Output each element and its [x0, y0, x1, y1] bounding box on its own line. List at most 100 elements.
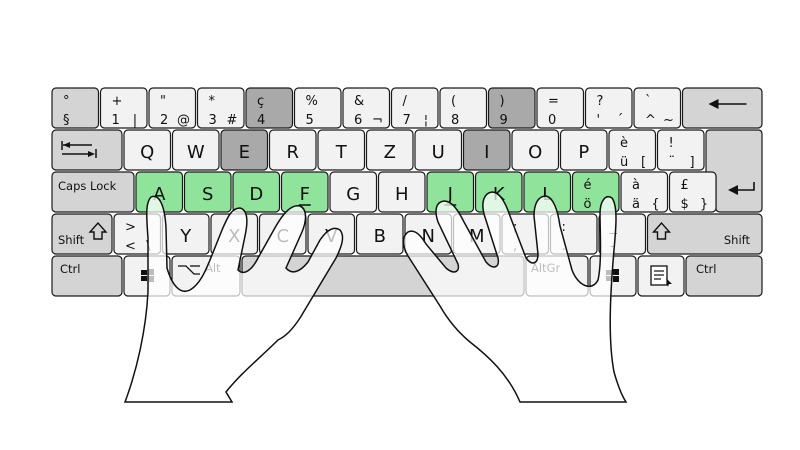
key-q-face: [123, 129, 172, 171]
key-section[interactable]: °§: [51, 87, 100, 129]
key-s-face: [183, 171, 232, 213]
key-h[interactable]: H: [377, 171, 426, 213]
key-u[interactable]: U: [414, 129, 463, 171]
key-ue-bottom-label: ü: [620, 155, 628, 170]
key-num-3[interactable]: *3#: [196, 87, 245, 129]
option-symbol-icon: [178, 265, 200, 275]
key-num-10[interactable]: =0: [536, 87, 585, 129]
key-a-umlaut-bottom-label: ä: [632, 197, 640, 212]
key-o[interactable]: O: [511, 129, 560, 171]
key-ue-face: [608, 129, 657, 171]
right-ctrl-key-face: [685, 255, 763, 297]
context-menu-icon: [650, 265, 672, 287]
key-a-umlaut-alt-label: {: [651, 197, 659, 212]
key-num-9-bottom-label: 9: [500, 113, 508, 128]
key-num-6-alt-label: ¬: [372, 113, 383, 128]
key-exclamation-face: [656, 129, 705, 171]
menu-key[interactable]: [637, 255, 685, 297]
key-num-7[interactable]: /7¦: [390, 87, 439, 129]
key-num-1-face: [99, 87, 148, 129]
key-d-label: D: [249, 184, 263, 205]
key-w-label: W: [187, 142, 205, 163]
key-f[interactable]: F: [280, 171, 329, 213]
key-num-9-face: [487, 87, 536, 129]
key-num-8[interactable]: (8: [439, 87, 488, 129]
key-num-12-face: [633, 87, 682, 129]
key-num-2-alt-label: @: [177, 113, 190, 128]
key-num-3-bottom-label: 3: [209, 113, 217, 128]
key-num-2-face: [148, 87, 197, 129]
key-num-4-bottom-label: 4: [257, 113, 265, 128]
key-o-umlaut-top-label: é: [584, 178, 592, 193]
left-ctrl-key[interactable]: Ctrl: [51, 255, 123, 297]
key-s[interactable]: S: [183, 171, 232, 213]
key-num-5[interactable]: %5: [293, 87, 342, 129]
hands-illustration: [123, 191, 628, 403]
key-exclamation[interactable]: !¨]: [656, 129, 705, 171]
key-exclamation-alt-label: ]: [689, 155, 694, 170]
key-t-face: [317, 129, 366, 171]
key-num-3-alt-label: #: [227, 113, 238, 128]
key-num-9[interactable]: )9: [487, 87, 536, 129]
key-num-8-face: [439, 87, 488, 129]
right-shift-key[interactable]: Shift: [646, 213, 763, 255]
key-e[interactable]: E: [220, 129, 269, 171]
key-q[interactable]: Q: [123, 129, 172, 171]
key-num-11[interactable]: ?'´: [584, 87, 633, 129]
key-ue[interactable]: èü[: [608, 129, 657, 171]
right-shift-key-face: [646, 213, 763, 255]
key-e-face: [220, 129, 269, 171]
key-g-label: G: [346, 184, 360, 205]
left-shift-key[interactable]: Shift: [51, 213, 113, 255]
key-z[interactable]: Z: [365, 129, 414, 171]
key-i-label: I: [484, 142, 489, 163]
key-r[interactable]: R: [268, 129, 317, 171]
key-o-face: [511, 129, 560, 171]
key-s-label: S: [202, 184, 213, 205]
key-num-1-top-label: +: [112, 94, 123, 109]
key-g-face: [329, 171, 378, 213]
key-num-2[interactable]: "2@: [148, 87, 197, 129]
key-num-12[interactable]: `^~: [633, 87, 682, 129]
key-num-6[interactable]: &6¬: [342, 87, 391, 129]
key-exclamation-bottom-label: ¨: [669, 155, 676, 170]
key-p[interactable]: P: [559, 129, 608, 171]
key-d[interactable]: D: [232, 171, 281, 213]
key-num-5-bottom-label: 5: [306, 113, 314, 128]
key-a-umlaut-face: [620, 171, 669, 213]
key-num-11-face: [584, 87, 633, 129]
left-shift-label: Shift: [58, 233, 85, 247]
key-w-face: [171, 129, 220, 171]
key-num-2-top-label: ": [160, 94, 166, 109]
key-num-4-top-label: ç: [257, 94, 264, 109]
enter-key[interactable]: [705, 129, 763, 213]
key-num-1[interactable]: +1|: [99, 87, 148, 129]
key-num-4[interactable]: ç4: [245, 87, 294, 129]
key-a-umlaut[interactable]: àä{: [620, 171, 669, 213]
tab-key[interactable]: [51, 129, 123, 171]
key-b-face: [355, 213, 404, 255]
key-ue-alt-label: [: [641, 155, 646, 170]
key-i[interactable]: I: [462, 129, 511, 171]
caps-lock-key[interactable]: Caps Lock: [51, 171, 135, 213]
key-g[interactable]: G: [329, 171, 378, 213]
shift-arrow-icon: [88, 221, 108, 240]
key-z-label: Z: [384, 142, 396, 163]
caps-lock-key-face: [51, 171, 135, 213]
key-y[interactable]: Y: [161, 213, 210, 255]
key-num-12-alt-label: ~: [663, 113, 674, 128]
key-o-umlaut-bottom-label: ö: [584, 197, 592, 212]
key-num-1-alt-label: |: [133, 113, 137, 128]
key-num-9-top-label: ): [500, 94, 505, 109]
key-b[interactable]: B: [355, 213, 404, 255]
key-w[interactable]: W: [171, 129, 220, 171]
key-dollar[interactable]: £$}: [668, 171, 717, 213]
key-o-label: O: [528, 142, 542, 163]
key-f-label: F: [300, 184, 310, 205]
backspace-key[interactable]: [681, 87, 763, 129]
key-t[interactable]: T: [317, 129, 366, 171]
right-ctrl-key[interactable]: Ctrl: [685, 255, 763, 297]
key-h-label: H: [395, 184, 409, 205]
key-z-face: [365, 129, 414, 171]
